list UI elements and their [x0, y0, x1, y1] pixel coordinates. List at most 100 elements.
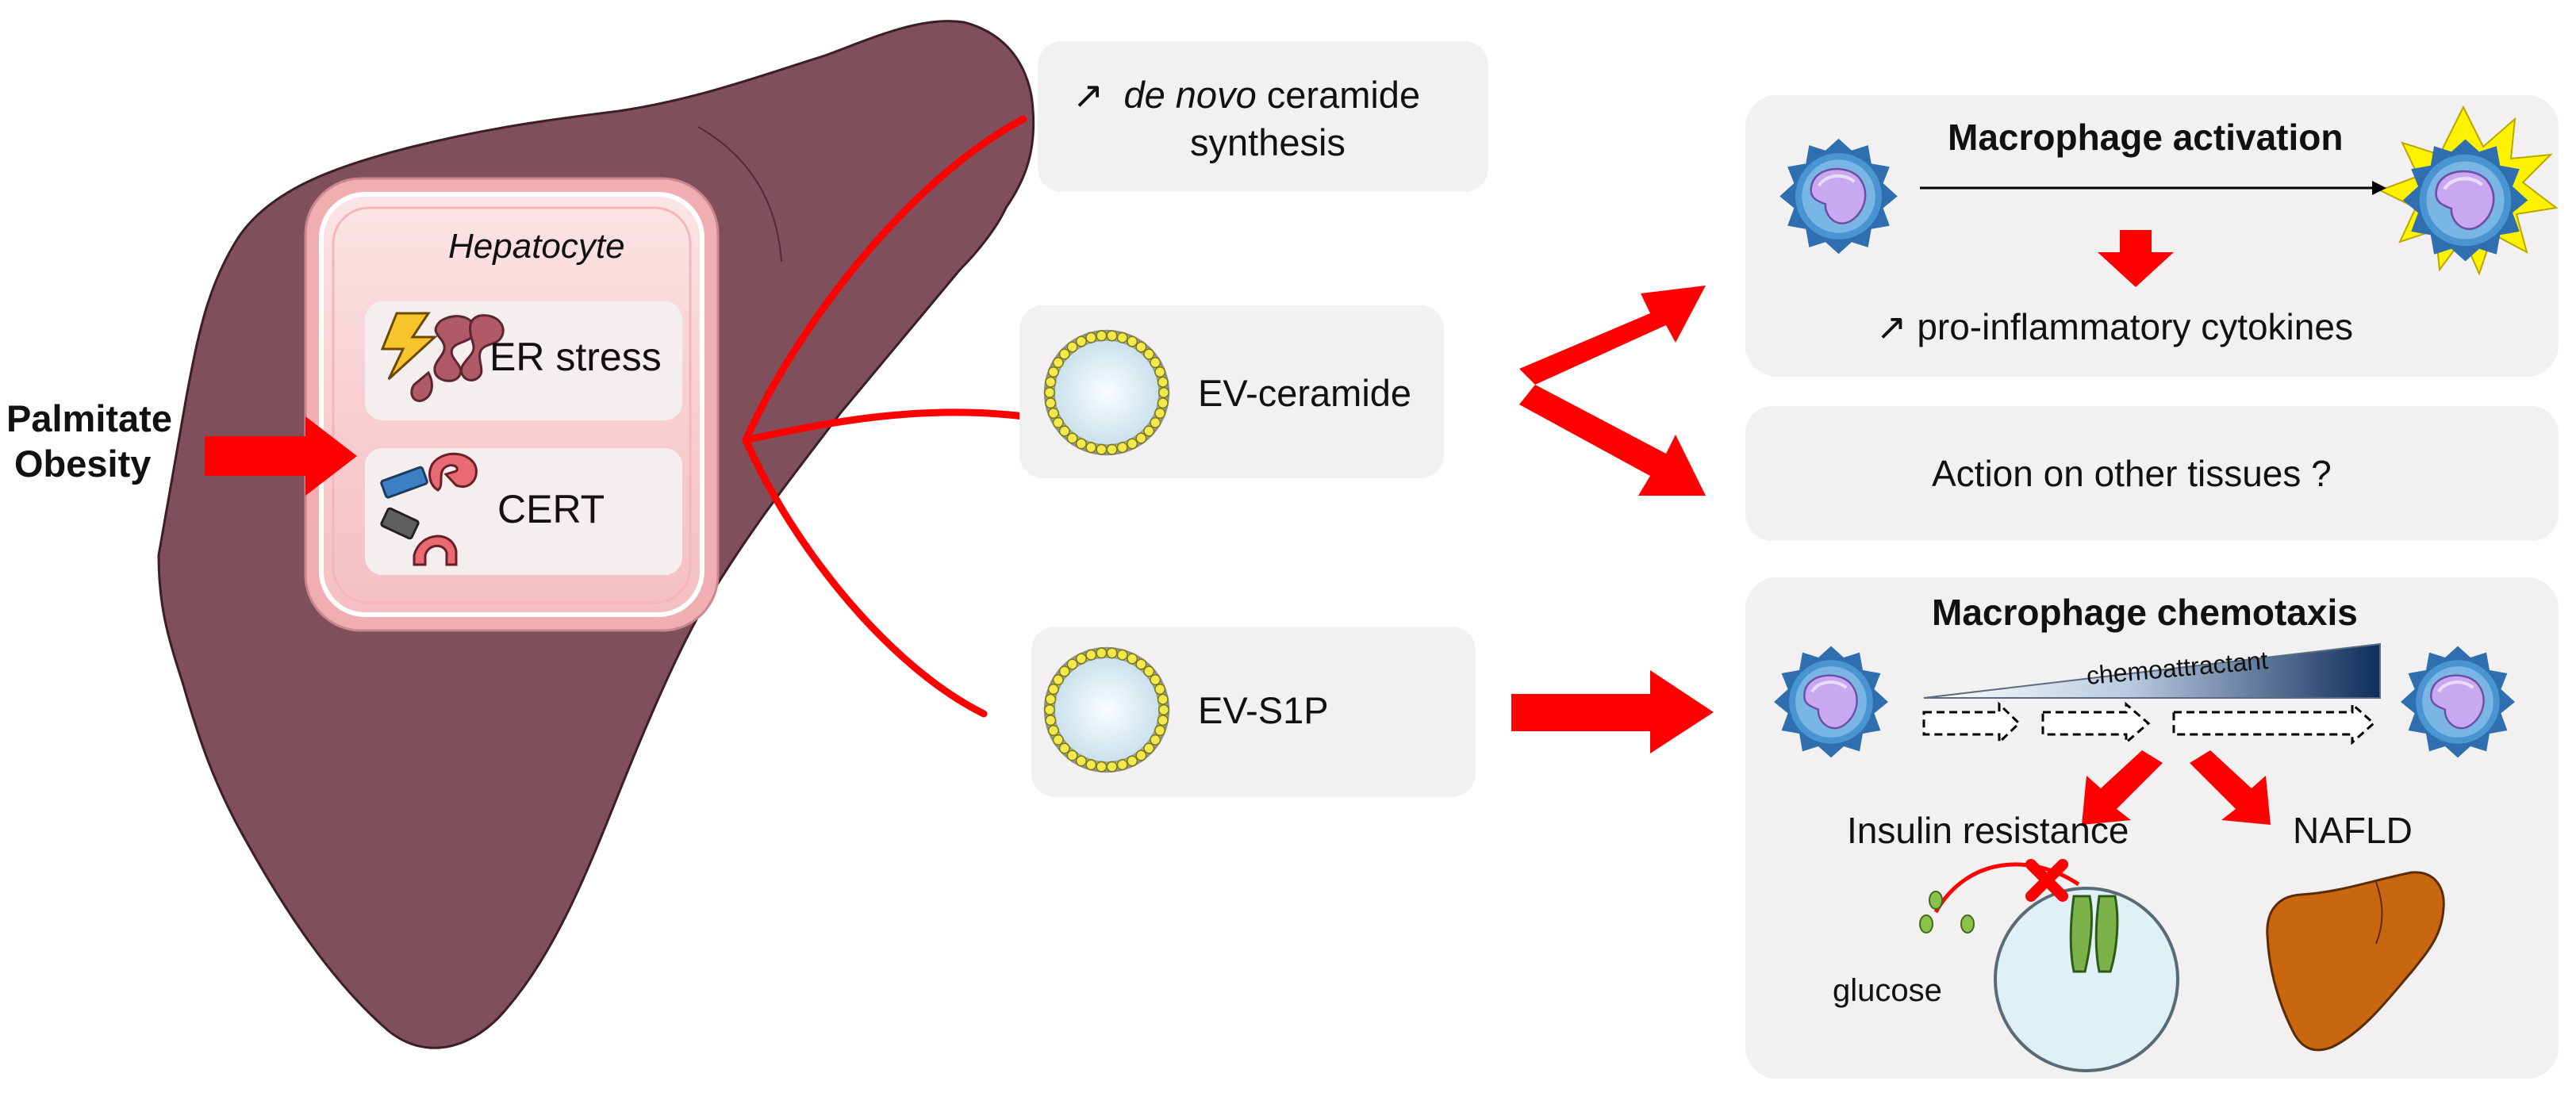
lipid-bead	[1157, 376, 1169, 388]
lipid-bead	[1157, 693, 1169, 705]
liver-lobe-line	[697, 126, 782, 263]
ceramide-export-curves	[742, 115, 1027, 718]
lipid-bead	[1150, 356, 1161, 369]
lipid-bead	[1154, 366, 1166, 378]
lipid-bead	[1058, 425, 1070, 437]
denovo-box	[1038, 41, 1488, 192]
lipid-bead	[1135, 658, 1147, 670]
ev-s1p-vesicle	[1043, 646, 1170, 773]
lipid-bead	[1150, 673, 1161, 686]
lipid-bead	[1075, 653, 1088, 665]
lipid-bead	[1106, 443, 1118, 455]
lipid-bead	[1116, 332, 1128, 343]
glucose-label: glucose	[1833, 973, 1942, 1008]
palmitate-label: Palmitate	[6, 397, 172, 439]
lipid-bead	[1058, 742, 1070, 754]
ev-ceramide-vesicle	[1043, 329, 1170, 456]
dashed-migration-arrows	[1922, 701, 2376, 746]
denovo-rest: ceramide	[1266, 74, 1421, 116]
lipid-bead	[1045, 693, 1057, 705]
lipid-bead	[1135, 749, 1147, 761]
denovo-line2: synthesis	[1190, 121, 1346, 163]
er-stress-label: ER stress	[489, 335, 662, 379]
lipid-bead	[1052, 416, 1064, 429]
obesity-label: Obesity	[14, 443, 152, 485]
lipid-bead	[1052, 673, 1064, 686]
lipid-bead	[1045, 397, 1057, 409]
lipid-bead	[1047, 683, 1059, 696]
lipid-bead	[1058, 348, 1070, 360]
adipocyte-cell	[1994, 887, 2179, 1072]
lipid-bead	[1043, 386, 1056, 399]
lipid-bead	[1126, 438, 1138, 450]
lipid-bead	[1096, 647, 1108, 659]
arrow-to-other-tissues	[1519, 385, 1706, 496]
lipid-bead	[1154, 724, 1166, 737]
lipid-bead	[1058, 665, 1070, 677]
other-tissues-box	[1745, 406, 2559, 541]
lipid-bead	[1043, 703, 1056, 716]
lipid-bead	[1135, 432, 1147, 444]
lipid-bead	[1126, 653, 1138, 665]
lipid-bead	[1096, 443, 1108, 455]
lipid-bead	[1143, 742, 1155, 754]
cert-label: CERT	[497, 487, 605, 531]
cert-protein-icon	[380, 452, 478, 566]
lipid-bead	[1157, 397, 1169, 409]
lipid-bead	[1143, 425, 1155, 437]
palmitate-arrow	[205, 416, 357, 496]
lipid-bead	[1126, 755, 1138, 767]
lipid-bead	[1150, 416, 1161, 429]
lipid-bead	[1045, 715, 1057, 726]
denovo-line1: ↗ de novo ceramide	[1073, 73, 1420, 117]
lipid-bead	[1052, 734, 1064, 746]
blocked-x-icon	[2025, 859, 2068, 902]
lipid-bead	[1085, 649, 1097, 661]
cytokines-label: ↗ pro-inflammatory cytokines	[1876, 306, 2353, 347]
lipid-bead	[1157, 386, 1170, 399]
ev-s1p-label: EV-S1P	[1198, 689, 1329, 731]
lipid-bead	[1085, 759, 1097, 771]
lipid-bead	[1106, 330, 1118, 342]
lipid-bead	[1150, 734, 1161, 746]
lipid-bead	[1143, 348, 1155, 360]
glucose-molecules	[1919, 891, 1975, 933]
lipid-bead	[1116, 649, 1128, 661]
arrow-to-chemotaxis	[1511, 670, 1714, 753]
lipid-bead	[1047, 366, 1059, 378]
denovo-italic: de novo	[1123, 74, 1257, 116]
lipid-bead	[1047, 407, 1059, 420]
lipid-bead	[1066, 341, 1078, 353]
lipid-bead	[1096, 761, 1108, 772]
lipid-bead	[1126, 335, 1138, 347]
lipid-bead	[1085, 442, 1097, 454]
ev-ceramide-label: EV-ceramide	[1198, 372, 1412, 414]
lipid-bead	[1075, 335, 1088, 347]
lipid-bead	[1066, 749, 1078, 761]
arrow-to-activation	[1519, 286, 1706, 385]
glut-transporter-icon	[2069, 895, 2119, 973]
lipid-bead	[1106, 647, 1118, 659]
arrow-to-insulin-resistance	[2082, 750, 2163, 825]
lipid-bead	[1154, 683, 1166, 696]
lipid-bead	[1106, 761, 1118, 772]
lipid-bead	[1066, 432, 1078, 444]
increase-arrow: ↗	[1073, 74, 1104, 116]
endoplasmic-reticulum-icon	[410, 314, 505, 402]
lipid-bead	[1116, 442, 1128, 454]
lightning-icon	[380, 312, 438, 381]
activation-title: Macrophage activation	[1948, 117, 2344, 158]
lipid-bead	[1096, 330, 1108, 342]
lipid-bead	[1085, 332, 1097, 343]
lipid-bead	[1052, 356, 1064, 369]
arrow-to-nafld	[2190, 750, 2271, 825]
activation-box	[1745, 95, 2559, 377]
lipid-bead	[1047, 724, 1059, 737]
other-tissues-label: Action on other tissues ?	[1932, 453, 2332, 494]
hepatocyte-title: Hepatocyte	[448, 227, 625, 266]
lipid-bead	[1116, 759, 1128, 771]
lipid-bead	[1075, 755, 1088, 767]
cytokine-down-arrow	[2098, 230, 2174, 287]
chemoattractant-gradient	[1923, 642, 2381, 699]
